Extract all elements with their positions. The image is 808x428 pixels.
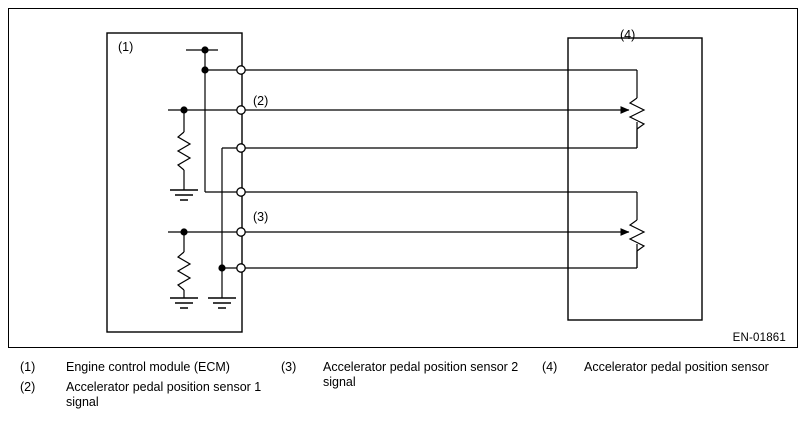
legend-item-text: Accelerator pedal position sensor 2 sign… xyxy=(323,360,519,389)
callout-label-signal1: (2) xyxy=(253,94,269,108)
junction-dot-sense1 xyxy=(180,106,188,114)
app-sensor-box xyxy=(567,37,703,321)
legend: (1) Engine control module (ECM) (2) Acce… xyxy=(8,360,798,424)
legend-item-number: (1) xyxy=(20,360,36,374)
callout-label-signal2: (3) xyxy=(253,210,269,224)
legend-item-text: Accelerator pedal position sensor xyxy=(584,360,769,374)
legend-item-text: Accelerator pedal position sensor 1 sign… xyxy=(66,380,262,409)
legend-item-number: (2) xyxy=(20,380,36,394)
ecm-box xyxy=(106,32,243,333)
connector-pin-1 xyxy=(236,65,246,75)
connector-pin-4 xyxy=(236,187,246,197)
callout-label-sensor: (4) xyxy=(620,28,636,42)
diagram-frame xyxy=(8,8,798,348)
connector-pin-6 xyxy=(236,263,246,273)
legend-item: (1) Engine control module (ECM) xyxy=(20,360,270,375)
junction-dot-upper-rail xyxy=(201,66,209,74)
potentiometer-1-element xyxy=(628,97,646,130)
legend-item-number: (3) xyxy=(281,360,297,374)
legend-item: (3) Accelerator pedal position sensor 2 … xyxy=(281,360,531,390)
legend-item: (2) Accelerator pedal position sensor 1 … xyxy=(20,380,270,410)
connector-pin-2 xyxy=(236,105,246,115)
legend-item: (4) Accelerator pedal position sensor xyxy=(542,360,802,375)
potentiometer-2-element xyxy=(628,219,646,252)
diagram-id-code: EN-01861 xyxy=(732,332,786,344)
connector-pin-5 xyxy=(236,227,246,237)
ecm-resistor-2 xyxy=(176,251,192,291)
ecm-resistor-1 xyxy=(176,131,192,171)
legend-column-2: (3) Accelerator pedal position sensor 2 … xyxy=(281,360,531,395)
legend-item-number: (4) xyxy=(542,360,558,374)
junction-dot-gnd-bus xyxy=(218,264,226,272)
legend-item-text: Engine control module (ECM) xyxy=(66,360,230,374)
junction-dot-sense2 xyxy=(180,228,188,236)
legend-column-3: (4) Accelerator pedal position sensor xyxy=(542,360,802,380)
callout-label-ecm: (1) xyxy=(118,40,134,54)
connector-pin-3 xyxy=(236,143,246,153)
legend-column-1: (1) Engine control module (ECM) (2) Acce… xyxy=(20,360,270,415)
junction-dot-power xyxy=(201,46,209,54)
